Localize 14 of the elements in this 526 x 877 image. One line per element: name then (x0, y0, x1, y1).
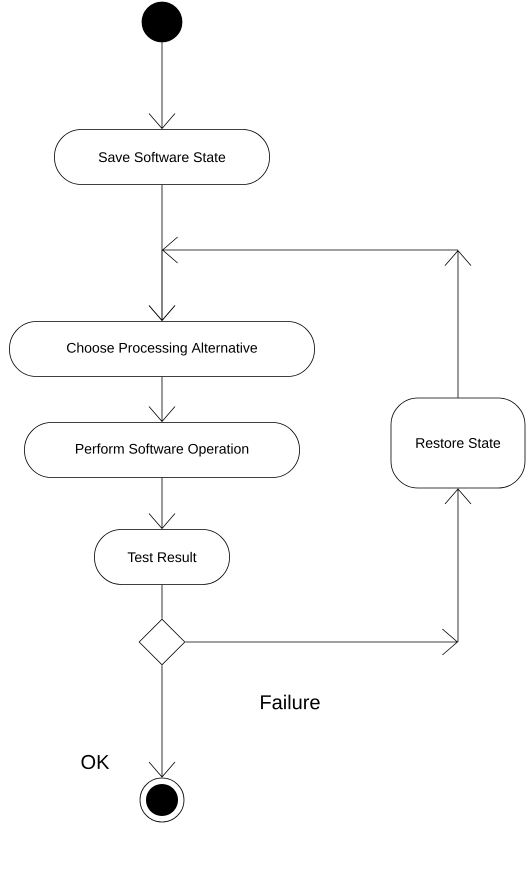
action-box: Perform Software Operation (24, 422, 300, 478)
end-bullseye (140, 778, 184, 822)
action-box: Choose Processing Alternative (9, 321, 315, 377)
action-box: Restore State (390, 398, 526, 488)
arrow (185, 488, 472, 656)
edge-label: Failure (258, 694, 322, 710)
edge-label: OK (80, 754, 110, 770)
arrow (148, 42, 176, 130)
action-box: Test Result (94, 529, 230, 585)
start-dot (142, 2, 182, 42)
action-box: Save Software State (54, 129, 270, 185)
decision-diamond (138, 618, 186, 666)
arrow (148, 236, 472, 398)
arrow (148, 665, 176, 778)
